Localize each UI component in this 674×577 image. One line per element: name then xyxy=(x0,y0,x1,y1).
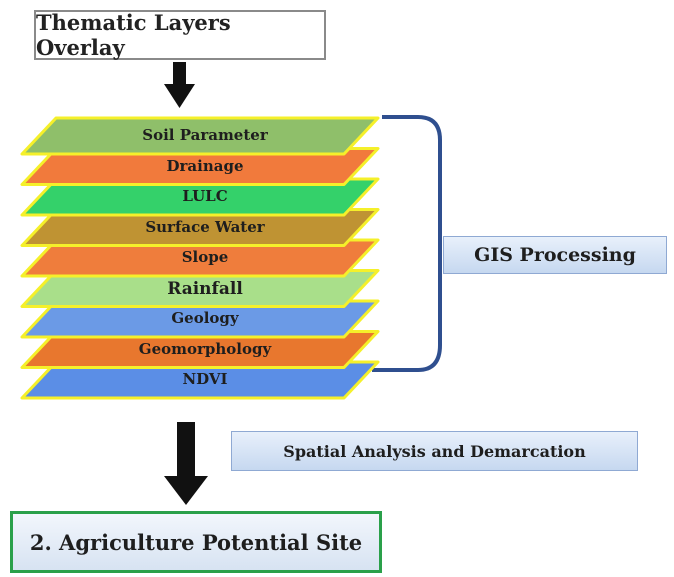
title-box: Thematic Layers Overlay xyxy=(34,10,326,60)
layer-label: Rainfall xyxy=(167,278,243,299)
gis-processing-box: GIS Processing xyxy=(443,236,667,274)
result-label: 2. Agriculture Potential Site xyxy=(29,529,363,555)
bracket-icon xyxy=(372,115,442,372)
spatial-analysis-label: Spatial Analysis and Demarcation xyxy=(283,441,586,461)
arrow-top-icon xyxy=(164,62,195,108)
layer-label: Slope xyxy=(181,248,229,266)
layer-label: Drainage xyxy=(166,156,244,175)
title-text: Thematic Layers Overlay xyxy=(36,10,231,60)
layer-label: Geomorphology xyxy=(138,339,272,358)
layer-label: Soil Parameter xyxy=(142,126,268,144)
layer-label: LULC xyxy=(182,187,228,205)
arrow-bottom-icon xyxy=(164,422,208,505)
result-box: 2. Agriculture Potential Site xyxy=(10,511,382,573)
layer-label: NDVI xyxy=(182,370,228,388)
layer-label: Surface Water xyxy=(145,217,265,236)
gis-processing-label: GIS Processing xyxy=(474,244,636,266)
spatial-analysis-box: Spatial Analysis and Demarcation xyxy=(231,431,638,471)
layer-label: Geology xyxy=(171,309,239,327)
